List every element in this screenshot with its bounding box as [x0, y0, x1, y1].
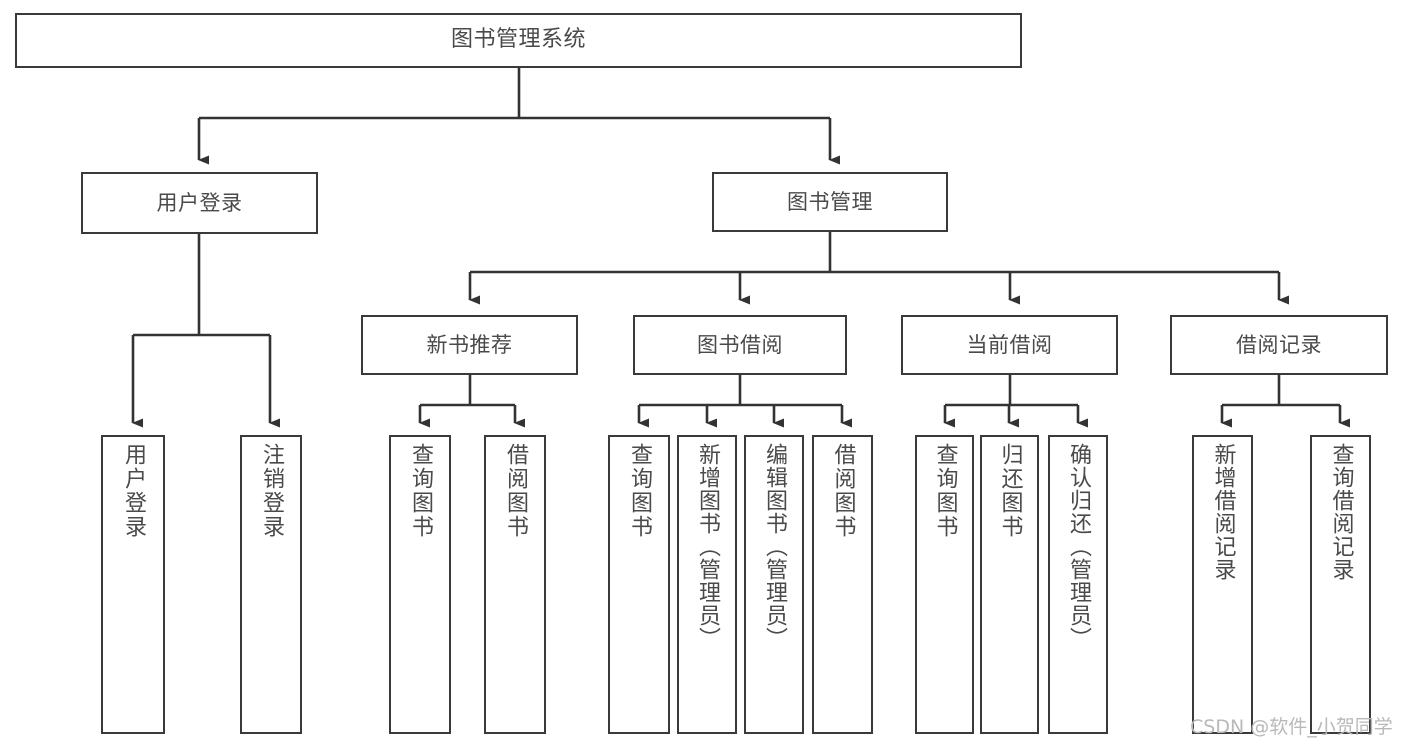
leaf-new-book-borrow[interactable]: 借阅图书	[484, 435, 546, 734]
leaf-current-query-book[interactable]: 查询图书	[915, 435, 974, 734]
node-label: 新增借阅记录	[1210, 443, 1236, 581]
leaf-borrow-add-book-admin[interactable]: 新增图书（管理员）	[677, 435, 737, 734]
leaf-user-login-logout[interactable]: 注销登录	[240, 435, 302, 734]
node-borrow-record[interactable]: 借阅记录	[1170, 315, 1388, 375]
leaf-current-confirm-return-admin[interactable]: 确认归还（管理员）	[1048, 435, 1108, 734]
node-label: 注销登录	[259, 443, 284, 539]
node-label: 用户登录	[121, 443, 146, 539]
leaf-new-book-query[interactable]: 查询图书	[389, 435, 451, 734]
node-book-borrow[interactable]: 图书借阅	[633, 315, 847, 375]
leaf-user-login-login[interactable]: 用户登录	[101, 435, 165, 734]
node-label: 查询图书	[932, 443, 958, 539]
node-label: 查询借阅记录	[1328, 443, 1354, 581]
leaf-borrow-borrow-book[interactable]: 借阅图书	[812, 435, 873, 734]
node-root-system[interactable]: 图书管理系统	[15, 13, 1022, 68]
node-book-management[interactable]: 图书管理	[712, 172, 948, 232]
leaf-borrow-query-book[interactable]: 查询图书	[608, 435, 670, 734]
node-label: 归还图书	[997, 443, 1023, 539]
node-label: 图书借阅	[697, 332, 783, 357]
csdn-watermark: CSDN @软件_小贺同学	[1190, 716, 1393, 738]
node-label: 当前借阅	[966, 332, 1053, 357]
node-label: 借阅图书	[830, 443, 856, 539]
node-label: 新书推荐	[426, 332, 513, 357]
node-current-borrow[interactable]: 当前借阅	[901, 315, 1118, 375]
node-label: 查询图书	[627, 443, 652, 539]
node-label: 用户登录	[156, 190, 243, 215]
node-label: 图书管理	[787, 189, 873, 214]
node-label: 查询图书	[408, 443, 433, 539]
node-label: 借阅记录	[1236, 332, 1322, 357]
node-label: 借阅图书	[503, 443, 528, 539]
node-label: 编辑图书（管理员）	[762, 443, 787, 650]
leaf-record-query-record[interactable]: 查询借阅记录	[1310, 435, 1371, 734]
node-label: 新增图书（管理员）	[695, 443, 720, 650]
leaf-record-add-record[interactable]: 新增借阅记录	[1192, 435, 1253, 734]
node-label: 图书管理系统	[450, 27, 586, 53]
leaf-borrow-edit-book-admin[interactable]: 编辑图书（管理员）	[744, 435, 804, 734]
leaf-current-return-book[interactable]: 归还图书	[980, 435, 1039, 734]
node-user-login[interactable]: 用户登录	[81, 172, 318, 234]
node-label: 确认归还（管理员）	[1066, 443, 1091, 650]
node-new-book-recommend[interactable]: 新书推荐	[361, 315, 578, 375]
